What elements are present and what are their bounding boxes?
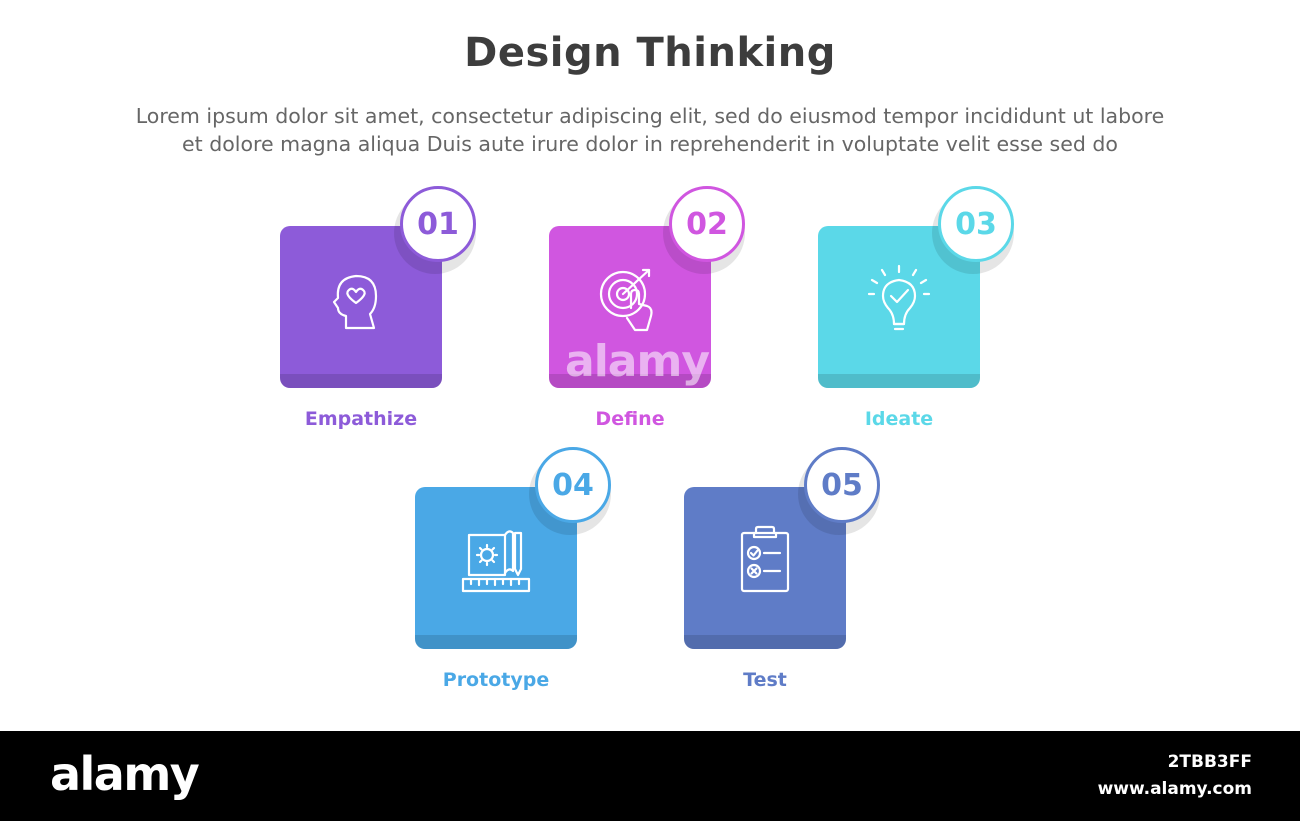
page-title: Design Thinking xyxy=(464,30,836,76)
step-number-badge: 03 xyxy=(938,186,1014,262)
step-define: alamy 02 Define xyxy=(519,186,745,430)
target-touch-icon xyxy=(599,268,653,332)
step-ideate: 03 Ideate xyxy=(788,186,1014,430)
step-number-badge: 02 xyxy=(669,186,745,262)
head-heart-icon xyxy=(332,274,378,330)
site-url: www.alamy.com xyxy=(1097,779,1252,799)
image-id: 2TBB3FF xyxy=(1167,752,1252,772)
footer-image-info: 2TBB3FF www.alamy.com xyxy=(1098,749,1252,803)
step-test: 05 Test xyxy=(654,447,880,691)
step-label: Empathize xyxy=(304,408,418,430)
alamy-logo: alamy xyxy=(50,747,200,801)
step-label: Prototype xyxy=(442,669,550,691)
footer-bar: alamy 2TBB3FF www.alamy.com xyxy=(0,731,1300,821)
step-card xyxy=(684,487,846,649)
step-number-badge: 05 xyxy=(804,447,880,523)
step-label: Define xyxy=(595,408,665,430)
lightbulb-check-icon xyxy=(867,264,931,331)
step-prototype: 04 Prototype xyxy=(385,447,611,691)
step-label: Test xyxy=(743,669,787,691)
page-subtitle: Lorem ipsum dolor sit amet, consectetur … xyxy=(50,102,1250,158)
blueprint-ruler-icon xyxy=(461,530,531,593)
step-label: Ideate xyxy=(864,408,934,430)
subtitle-line-2: et dolore magna aliqua Duis aute irure d… xyxy=(182,132,1118,156)
step-empathize: 01 Empathize xyxy=(250,186,476,430)
watermark-text: alamy xyxy=(565,336,710,387)
clipboard-checklist-icon xyxy=(740,525,790,593)
step-number-badge: 01 xyxy=(400,186,476,262)
step-number-badge: 04 xyxy=(535,447,611,523)
subtitle-line-1: Lorem ipsum dolor sit amet, consectetur … xyxy=(135,104,1165,128)
